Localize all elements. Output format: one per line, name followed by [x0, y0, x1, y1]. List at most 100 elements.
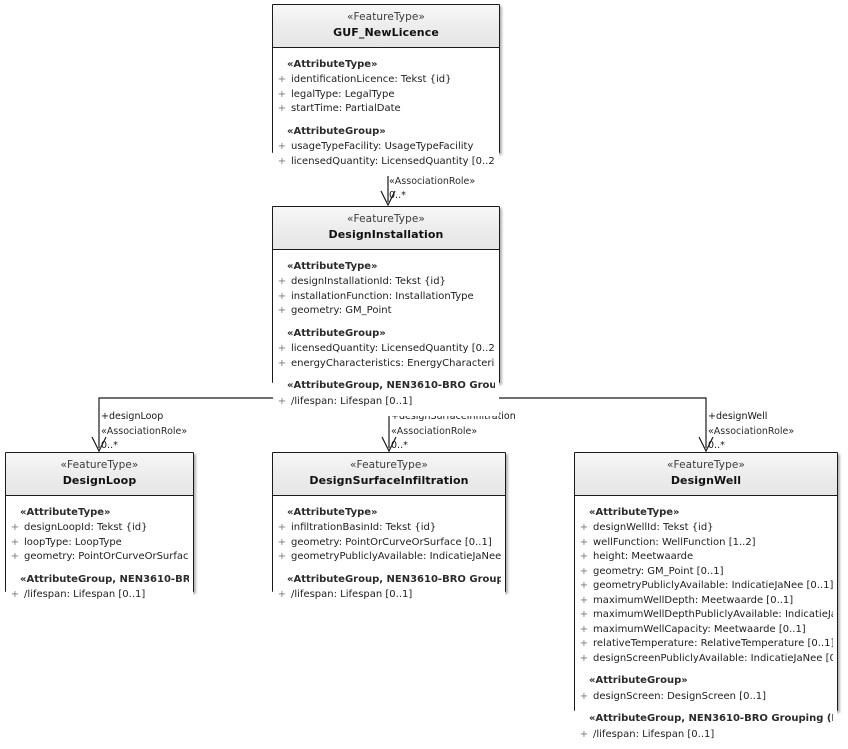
attribute-visibility: +: [579, 522, 589, 534]
class-title: GUF_NewLicence: [333, 26, 439, 40]
attribute-signature: /lifespan: Lifespan [0..1]: [291, 395, 413, 407]
attribute-row[interactable]: +/lifespan: Lifespan [0..1]: [273, 588, 501, 603]
attribute-row[interactable]: + energyCharacteristics: EnergyCharacteri…: [273, 357, 495, 372]
attribute-signature: /lifespan: Lifespan [0..1]: [24, 589, 146, 601]
class-box-designsurfaceinfiltration[interactable]: «FeatureType» DesignSurfaceInfiltration …: [272, 452, 506, 610]
attribute-group-label: «AttributeType»: [287, 506, 378, 518]
attribute-visibility: +: [10, 522, 20, 534]
attribute-row[interactable]: + usageTypeFacility: UsageTypeFacility: [273, 140, 495, 155]
attribute-signature: height: Meetwaarde: [593, 551, 694, 563]
attribute-signature: installationFunction: InstallationType: [291, 290, 474, 302]
attribute-row[interactable]: +designScreenPubliclyAvailable: Indicati…: [575, 652, 833, 667]
attribute-signature: geometryPubliclyAvailable: IndicatieJaNe…: [291, 551, 501, 563]
attribute-group-label: «AttributeGroup»: [589, 675, 688, 687]
attribute-row[interactable]: + maximumWellCapacity: Meetwaarde [0..1]: [575, 623, 833, 638]
attribute-row[interactable]: +/lifespan: Lifespan [0..1]: [6, 588, 189, 603]
attribute-row[interactable]: + height: Meetwaarde: [575, 550, 833, 565]
association-role-name: +designSurfaceInfiltration: [391, 411, 516, 422]
attribute-group-label: «AttributeGroup, NEN3610-BRO Grouping (E…: [287, 380, 495, 392]
association-stereotype: «AssociationRole»: [389, 175, 476, 187]
attribute-row[interactable]: +geometry: GM_Point [0..1]: [575, 565, 833, 580]
attribute-signature: licensedQuantity: LicensedQuantity [0..2…: [291, 343, 495, 355]
attribute-visibility: +: [277, 305, 287, 317]
attribute-row[interactable]: +relativeTemperature: RelativeTemperatur…: [575, 637, 833, 652]
class-attributes: «AttributeType» +infiltrationBasinId: Tek…: [273, 495, 505, 610]
attribute-row[interactable]: +identificationLicence: Tekst {id}: [273, 73, 495, 88]
attribute-signature: maximumWellDepth: Meetwaarde [0..1]: [593, 594, 794, 606]
attribute-signature: geometry: PointOrCurveOrSurface [0..1]: [291, 536, 492, 548]
class-header: «FeatureType» DesignLoop: [6, 453, 193, 496]
attribute-row[interactable]: + /lifespan: Lifespan [0..1]: [575, 728, 833, 743]
class-stereotype: «FeatureType»: [350, 459, 428, 471]
attribute-group-label: «AttributeGroup, NEN3610-BRO Grouping (E…: [287, 573, 501, 585]
attribute-row[interactable]: +infiltrationBasinId: Tekst {id}: [273, 521, 501, 536]
attribute-visibility: +: [579, 728, 589, 740]
attribute-visibility: +: [277, 522, 287, 534]
attribute-row[interactable]: +/lifespan: Lifespan [0..1]: [273, 395, 495, 410]
class-box-designloop[interactable]: «FeatureType» DesignLoop «AttributeType»…: [5, 452, 194, 610]
attribute-signature: startTime: PartialDate: [291, 103, 401, 115]
association-stereotype: «AssociationRole»: [391, 425, 478, 437]
attribute-group-label: «AttributeType»: [287, 58, 378, 70]
attribute-row[interactable]: +loopType: LoopType: [6, 536, 189, 551]
attribute-row[interactable]: +maximumWellDepth: Meetwaarde [0..1]: [575, 594, 833, 609]
attribute-signature: /lifespan: Lifespan [0..1]: [593, 728, 715, 740]
attribute-row[interactable]: +designInstallationId: Tekst {id}: [273, 275, 495, 290]
attribute-row[interactable]: + legalType: LegalType: [273, 88, 495, 103]
attribute-visibility: +: [277, 536, 287, 548]
attribute-visibility: +: [579, 609, 589, 621]
attribute-row[interactable]: + maximumWellDepthPubliclyAvailable: Indi…: [575, 608, 833, 623]
attribute-signature: maximumWellDepthPubliclyAvailable: Indic…: [593, 609, 833, 621]
class-box-guf-newlicence[interactable]: «FeatureType» GUF_NewLicence «AttributeT…: [272, 4, 500, 177]
class-stereotype: «FeatureType»: [667, 459, 745, 471]
attribute-signature: designLoopId: Tekst {id}: [24, 522, 148, 534]
attribute-visibility: +: [579, 623, 589, 635]
association-role-name: +designLoop: [101, 411, 164, 422]
attribute-row[interactable]: +wellFunction: WellFunction [1..2]: [575, 536, 833, 551]
attribute-row[interactable]: +geometryPubliclyAvailable: IndicatieJaN…: [575, 579, 833, 594]
attribute-row[interactable]: +geometry: PointOrCurveOrSurface [0..1]: [6, 550, 189, 565]
attribute-visibility: +: [579, 638, 589, 650]
attribute-visibility: +: [277, 141, 287, 153]
attribute-row[interactable]: + licensedQuantity: LicensedQuantity [0..…: [273, 342, 495, 357]
attribute-row[interactable]: +geometryPubliclyAvailable: IndicatieJaN…: [273, 550, 501, 565]
attribute-visibility: +: [579, 536, 589, 548]
association-multiplicity: 0..*: [391, 440, 408, 452]
attribute-group-label: «AttributeGroup»: [287, 125, 386, 137]
attribute-row[interactable]: +designScreen: DesignScreen [0..1]: [575, 690, 833, 705]
attribute-row[interactable]: + geometry: GM_Point: [273, 304, 495, 319]
attribute-visibility: +: [579, 551, 589, 563]
attribute-visibility: +: [277, 103, 287, 115]
attribute-signature: maximumWellCapacity: Meetwaarde [0..1]: [593, 623, 806, 635]
class-box-designinstallation[interactable]: «FeatureType» DesignInstallation «Attrib…: [272, 206, 500, 417]
attribute-group-label: «AttributeGroup»: [287, 327, 386, 339]
class-box-designwell[interactable]: «FeatureType» DesignWell «AttributeType»…: [574, 452, 838, 749]
attribute-row[interactable]: + designWellId: Tekst {id}: [575, 521, 833, 536]
attribute-visibility: +: [277, 276, 287, 288]
attribute-row[interactable]: +licensedQuantity: LicensedQuantity [0..…: [273, 155, 495, 170]
attribute-signature: usageTypeFacility: UsageTypeFacility: [291, 141, 474, 153]
attribute-row[interactable]: + designLoopId: Tekst {id}: [6, 521, 189, 536]
class-attributes: «AttributeType»+designInstallationId: Te…: [273, 249, 499, 417]
attribute-signature: geometry: GM_Point: [291, 305, 392, 317]
attribute-signature: legalType: LegalType: [291, 88, 395, 100]
attribute-visibility: +: [277, 290, 287, 302]
attribute-signature: energyCharacteristics: EnergyCharacteris…: [291, 357, 495, 369]
attribute-group-label: «AttributeType»: [589, 506, 680, 518]
attribute-visibility: +: [277, 357, 287, 369]
attribute-signature: designScreen: DesignScreen [0..1]: [593, 690, 767, 702]
attribute-visibility: +: [277, 88, 287, 100]
attribute-row[interactable]: + installationFunction: InstallationType: [273, 290, 495, 305]
class-stereotype: «FeatureType»: [60, 459, 139, 471]
attribute-row[interactable]: + geometry: PointOrCurveOrSurface [0..1]: [273, 536, 501, 551]
attribute-row[interactable]: + startTime: PartialDate: [273, 102, 495, 117]
class-header: «FeatureType» GUF_NewLicence: [273, 5, 499, 48]
class-title: DesignLoop: [62, 474, 137, 488]
attribute-visibility: +: [277, 343, 287, 355]
class-title: DesignInstallation: [328, 228, 444, 242]
association-multiplicity: 0..*: [101, 440, 118, 452]
class-stereotype: «FeatureType»: [347, 213, 425, 225]
association-stereotype: «AssociationRole»: [101, 425, 188, 437]
class-title: DesignWell: [670, 474, 742, 488]
attribute-signature: designWellId: Tekst {id}: [593, 522, 714, 534]
